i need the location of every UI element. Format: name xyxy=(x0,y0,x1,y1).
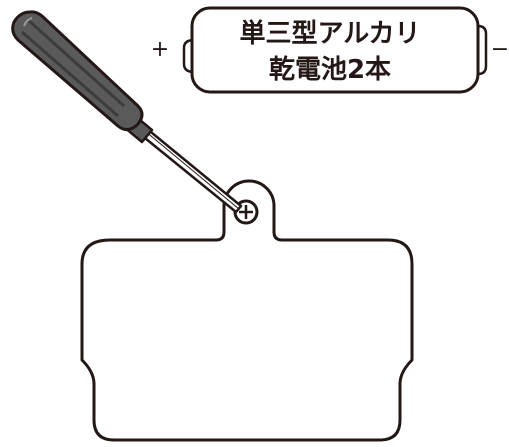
positive-sign: + xyxy=(151,37,169,62)
battery-icon xyxy=(182,6,488,94)
battery-cover-plate xyxy=(80,179,414,442)
battery-label-line2: 乾電池2本 xyxy=(269,55,391,85)
battery-label-line1: 単三型アルカリ xyxy=(240,19,421,49)
negative-sign: − xyxy=(491,37,509,62)
screwdriver-icon xyxy=(11,10,243,214)
